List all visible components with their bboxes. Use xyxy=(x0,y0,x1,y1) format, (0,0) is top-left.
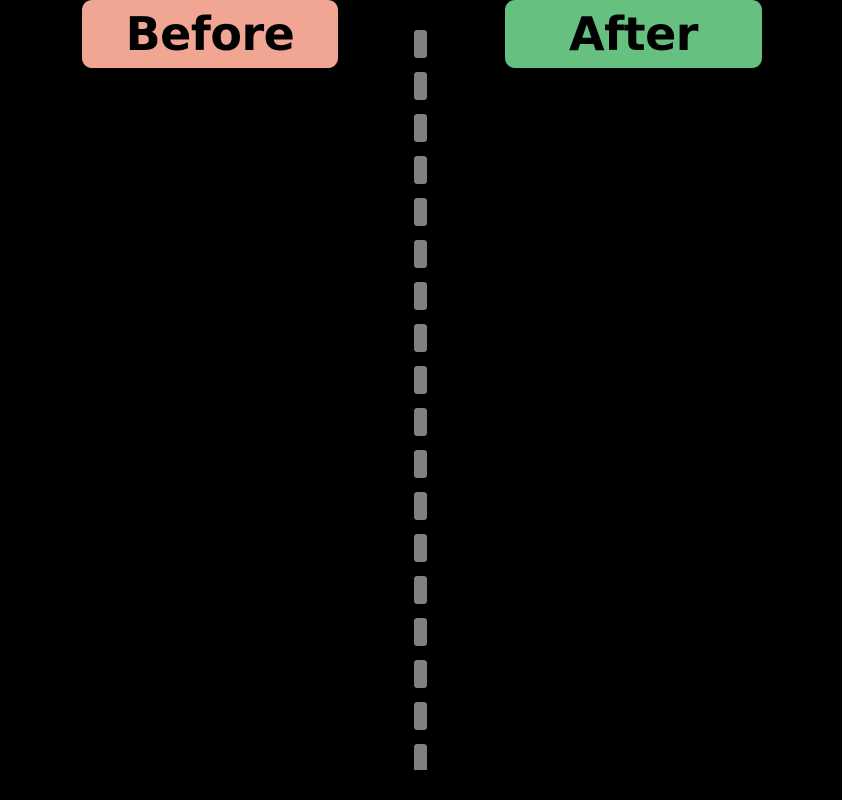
badge-before: Before xyxy=(82,0,338,68)
panel-before xyxy=(0,0,420,800)
badge-after-label: After xyxy=(569,7,699,61)
divider-dash xyxy=(413,114,427,142)
panel-before-content xyxy=(0,70,420,800)
panel-after xyxy=(422,0,842,800)
divider-dash xyxy=(413,660,427,688)
divider-dash xyxy=(413,324,427,352)
divider-dash xyxy=(413,366,427,394)
divider-dash xyxy=(413,30,427,58)
divider-dash xyxy=(413,240,427,268)
divider-dash xyxy=(413,576,427,604)
badge-after: After xyxy=(505,0,762,68)
divider-dash xyxy=(413,408,427,436)
divider-dash xyxy=(413,198,427,226)
divider-dash xyxy=(413,702,427,730)
panel-after-content xyxy=(422,70,842,800)
divider-dash xyxy=(413,282,427,310)
divider-dash xyxy=(413,450,427,478)
vertical-dashed-divider xyxy=(413,30,427,770)
divider-dash xyxy=(413,618,427,646)
divider-dash xyxy=(413,534,427,562)
divider-dash xyxy=(413,744,427,770)
divider-dash xyxy=(413,492,427,520)
badge-before-label: Before xyxy=(125,7,295,61)
divider-dash xyxy=(413,72,427,100)
divider-dash xyxy=(413,156,427,184)
